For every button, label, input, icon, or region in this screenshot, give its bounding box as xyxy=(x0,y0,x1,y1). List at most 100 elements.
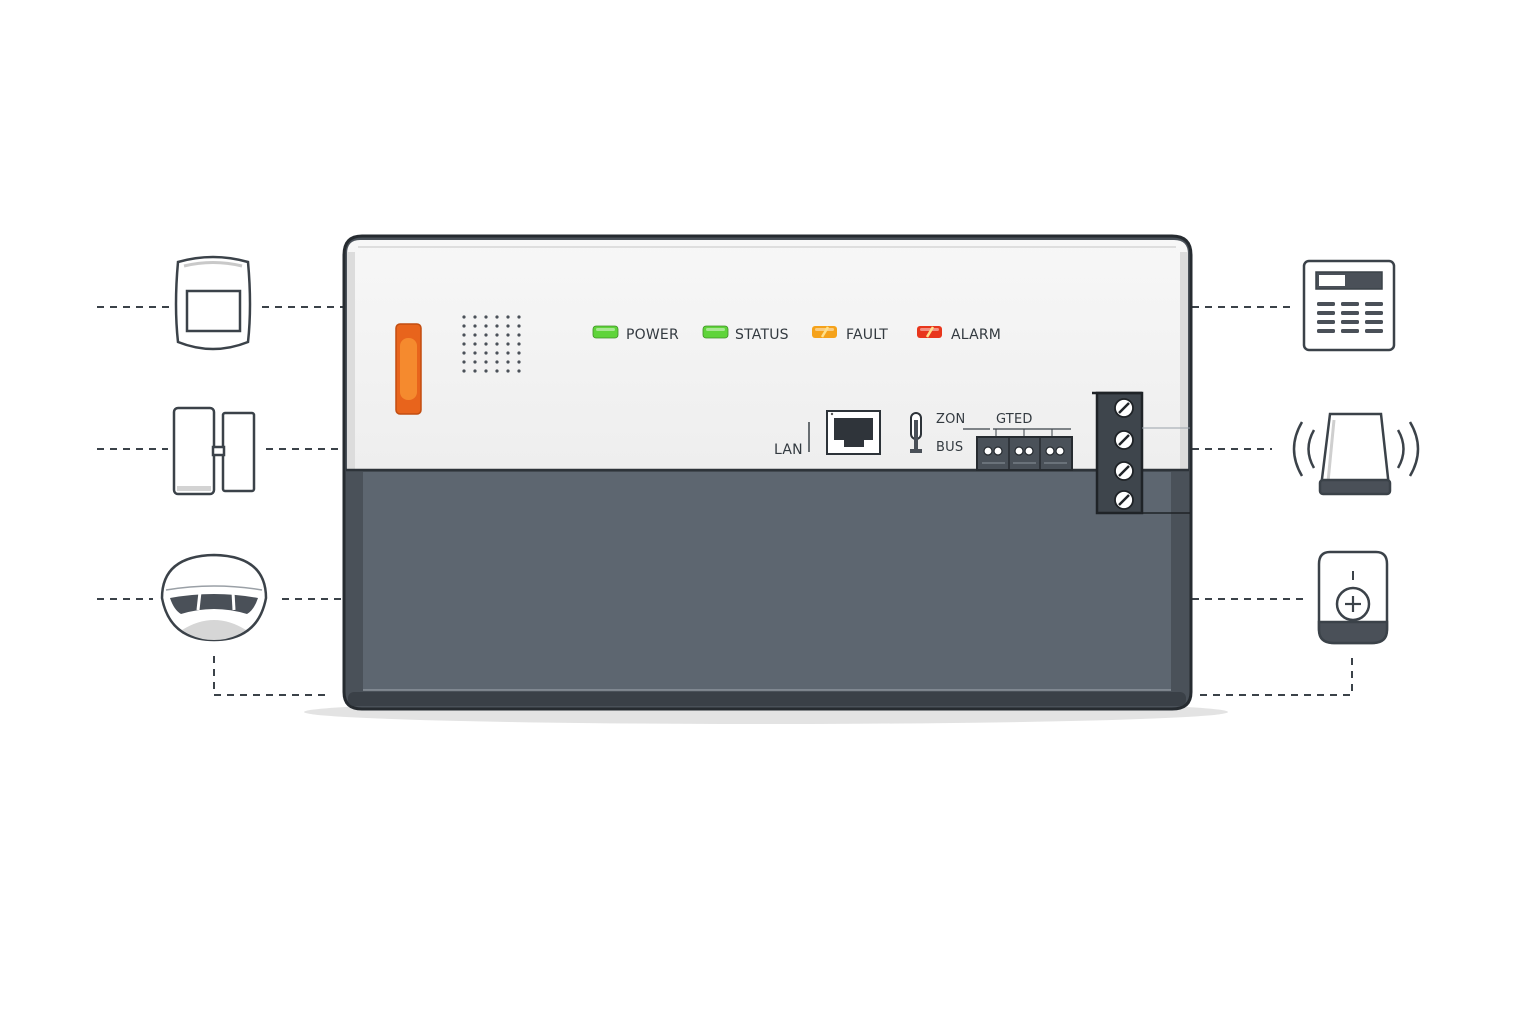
led-fault xyxy=(812,326,837,338)
connection-lines xyxy=(97,306,1353,696)
led-label-status: STATUS xyxy=(735,327,789,343)
siren-icon xyxy=(1292,412,1420,496)
grille-dot xyxy=(484,324,488,328)
keypad-key xyxy=(1317,302,1335,306)
grille-dot xyxy=(462,324,466,328)
grille-dot xyxy=(495,351,499,355)
gted-ticks xyxy=(995,429,1053,437)
led-indicators xyxy=(592,325,942,339)
led-label-power: POWER xyxy=(626,327,679,343)
screw-icon xyxy=(1114,398,1134,418)
grille-dot xyxy=(473,333,477,337)
grille-dot xyxy=(473,324,477,328)
grille-dot xyxy=(506,315,510,319)
dip-switch[interactable] xyxy=(910,412,922,453)
gted-label: GTED xyxy=(996,412,1033,427)
grille-dot xyxy=(495,324,499,328)
zon-label: ZON xyxy=(936,412,966,427)
grille-dot xyxy=(495,369,499,373)
keypad-key xyxy=(1317,320,1335,324)
grille-dot xyxy=(462,369,466,373)
grille-dot xyxy=(495,333,499,337)
keypad-key xyxy=(1365,302,1383,306)
grille-dot xyxy=(506,324,510,328)
bus-terminal-block[interactable] xyxy=(976,436,1073,471)
grille-dot xyxy=(517,333,521,337)
screw-icon xyxy=(1114,430,1134,450)
keypad-key xyxy=(1365,329,1383,333)
grille-dot xyxy=(495,315,499,319)
bus-label: BUS xyxy=(936,440,964,455)
grille-dot xyxy=(462,315,466,319)
keypad-key xyxy=(1341,302,1359,306)
grille-dot xyxy=(484,369,488,373)
panic-button-icon xyxy=(1317,550,1389,645)
panel-top-side-right xyxy=(1180,252,1188,470)
keypad-key xyxy=(1365,311,1383,315)
bus-hole xyxy=(983,446,993,456)
grille-dot xyxy=(495,360,499,364)
bus-hole xyxy=(1055,446,1065,456)
grille-dot xyxy=(462,342,466,346)
panel-base xyxy=(348,692,1186,706)
screw-icon xyxy=(1114,490,1134,510)
panel-front-face xyxy=(363,472,1171,690)
screw-terminal[interactable] xyxy=(1092,391,1190,515)
bus-hole xyxy=(1024,446,1034,456)
grille-dot xyxy=(462,360,466,364)
keypad-key xyxy=(1317,329,1335,333)
grille-dot xyxy=(473,360,477,364)
grille-dot xyxy=(517,369,521,373)
lan-label: LAN xyxy=(774,442,803,458)
grille-dot xyxy=(495,342,499,346)
grille-dot xyxy=(473,315,477,319)
line-right-3-bottom xyxy=(1200,656,1353,696)
keypad-icon xyxy=(1302,259,1396,352)
keypad-key xyxy=(1317,311,1335,315)
control-panel xyxy=(342,234,1193,711)
panel-top xyxy=(347,240,1188,470)
grille-dot xyxy=(506,351,510,355)
keypad-key xyxy=(1365,320,1383,324)
screw-icon xyxy=(1114,461,1134,481)
grille-dot xyxy=(506,333,510,337)
keypad-key xyxy=(1341,311,1359,315)
grille-dot xyxy=(473,351,477,355)
grille-dot xyxy=(484,360,488,364)
grille-dot xyxy=(517,315,521,319)
grille-dot xyxy=(484,333,488,337)
grille-dot xyxy=(517,351,521,355)
grille-dot xyxy=(506,369,510,373)
grille-dot xyxy=(473,342,477,346)
grille-dot xyxy=(462,351,466,355)
grille-dot xyxy=(484,351,488,355)
grille-dot xyxy=(517,342,521,346)
smoke-detector-icon xyxy=(160,553,268,642)
led-status xyxy=(702,325,729,339)
led-label-alarm: ALARM xyxy=(951,327,1002,343)
lan-port-socket xyxy=(834,418,873,447)
led-alarm xyxy=(917,326,942,338)
panel-top-side-left xyxy=(347,252,355,470)
grille-dot xyxy=(517,360,521,364)
door-contact-icon xyxy=(172,406,256,496)
bus-hole xyxy=(1014,446,1024,456)
led-label-fault: FAULT xyxy=(846,327,889,343)
grille-dot xyxy=(462,333,466,337)
keypad-key xyxy=(1341,320,1359,324)
lan-port-dot xyxy=(830,412,834,416)
speaker-grille xyxy=(462,315,521,373)
line-left-3-bottom xyxy=(213,656,330,696)
grille-dot xyxy=(484,342,488,346)
keypad-key xyxy=(1341,329,1359,333)
bus-hole xyxy=(1045,446,1055,456)
grille-dot xyxy=(506,342,510,346)
bus-hole xyxy=(993,446,1003,456)
grille-dot xyxy=(506,360,510,364)
led-power xyxy=(592,325,619,339)
grille-dot xyxy=(517,324,521,328)
motion-sensor-icon xyxy=(174,255,252,351)
grille-dot xyxy=(473,369,477,373)
